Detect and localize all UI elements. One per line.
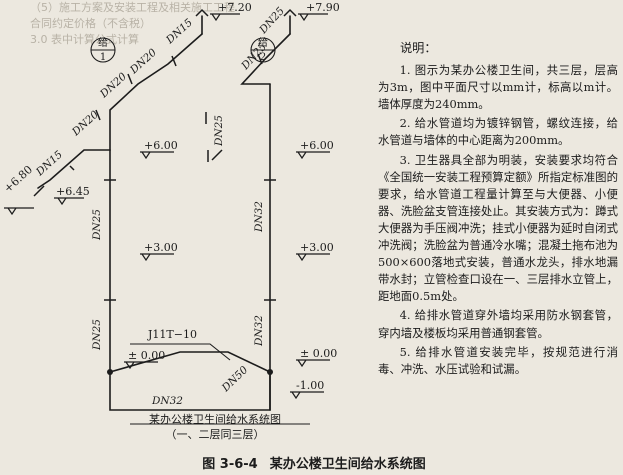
bleed-through-text: （5）施工方案及安装工程及相关施工工程 合同约定价格（不含税） 3.0 表中计算… <box>30 0 610 70</box>
figure-caption: 图 3-6-4 某办公楼卫生间给水系统图 <box>150 453 490 472</box>
elevation-mark <box>124 361 158 370</box>
elevation-floor1-r1: ± 0.00 <box>128 349 165 362</box>
elevation-mark <box>54 197 84 206</box>
fixture-tick <box>283 8 297 17</box>
valve-marker-label: J11T−10 <box>147 328 197 341</box>
elevation-floor2-r2: +3.00 <box>300 241 334 254</box>
pipe-size-r2-mid: DN32 <box>253 201 265 233</box>
bleed-line: 3.0 表中计算公式计算 <box>30 33 139 46</box>
elevation-mark <box>140 253 174 262</box>
elevation-left-mid: +6.45 <box>56 185 90 198</box>
bleed-line: 合同约定价格（不含税） <box>30 17 151 30</box>
riser-1-label-bottom: 1 <box>100 52 106 63</box>
elevation-mark <box>296 253 330 262</box>
figure-title: 某办公楼卫生间给水系统图 <box>269 457 426 472</box>
elevation-floor2-r1: +3.00 <box>144 241 178 254</box>
note-item-4: 4. 给排水管道穿外墙均采用防水钢套管，穿内墙及楼板均采用普通钢套管。 <box>378 308 618 340</box>
pipe-size-r1-top: DN15 <box>163 16 195 47</box>
notes-panel: 说明： 1. 图示为某办公楼卫生间，共三层，层高为3m，图中平面尺寸以mm计，标… <box>378 40 618 380</box>
fixture-tick <box>69 165 75 171</box>
elevation-floor3-r2: +6.00 <box>300 139 334 152</box>
pipe-size-r2-branch: DN25 <box>213 115 225 147</box>
pipe-size-r1-mid: DN25 <box>91 209 103 241</box>
notes-heading: 说明： <box>400 41 437 55</box>
pipe-node <box>267 369 273 375</box>
elevation-mark <box>296 151 330 160</box>
elevation-mark <box>140 151 174 160</box>
riser-1-left-branch <box>37 149 111 189</box>
riser-2-label-bottom: 2 <box>260 52 266 63</box>
sub-caption-line-1: 某办公楼卫生间给水系统图 <box>149 413 281 426</box>
elevation-base: -1.00 <box>296 379 324 392</box>
elevation-riser-1-top: +7.20 <box>218 1 252 14</box>
sub-caption-line-2: （一、二层同三层） <box>165 428 265 441</box>
note-item-2: 2. 给水管道均为镀锌钢管，螺纹连接，给水管道与墙体的中心距离为200mm。 <box>378 116 618 148</box>
note-item-3: 3. 卫生器具全部为明装，安装要求均符合《全国统一安装工程预算定额》所指定标准图… <box>378 152 618 304</box>
pipe-size-entry: DN50 <box>219 364 251 395</box>
pipe-size-r1-left-diag: DN20 <box>69 108 101 139</box>
fixture-tick <box>33 185 45 197</box>
elevation-floor1-r2: ± 0.00 <box>300 347 337 360</box>
pipe-size-r1-low: DN25 <box>91 319 103 351</box>
fixture-tick <box>195 8 209 17</box>
elevation-mark <box>298 13 328 22</box>
elevation-mark <box>290 391 324 400</box>
elevation-riser-2-top: +7.90 <box>306 1 340 14</box>
main-horizontal-pipe <box>109 371 271 411</box>
sub-caption: 某办公楼卫生间给水系统图 （一、二层同三层） <box>110 412 320 442</box>
fixture-tick <box>95 109 101 121</box>
riser-2-label-top: 给 <box>258 36 268 49</box>
pipe-node <box>107 369 113 375</box>
note-item-1: 1. 图示为某办公楼卫生间，共三层，层高为3m，图中平面尺寸以mm计，标高以m计… <box>378 63 618 112</box>
elevation-mark <box>296 359 330 368</box>
pipe-size-main-horizontal: DN32 <box>151 395 183 407</box>
elevation-left-high: +6.80 <box>1 163 35 195</box>
elevation-mark <box>4 207 34 216</box>
fixture-tick <box>171 55 177 67</box>
bleed-line: （5）施工方案及安装工程及相关施工工程 <box>30 1 235 14</box>
elevation-mark <box>210 13 240 22</box>
elevation-floor3-r1: +6.00 <box>144 139 178 152</box>
riser-1-label-top: 给 <box>98 36 108 49</box>
riser-2-diagonal <box>240 33 291 85</box>
valve-marker-line <box>130 343 231 361</box>
pipe-size-r2-low: DN32 <box>253 315 265 347</box>
pipe-size-r1-branch: DN15 <box>33 148 65 179</box>
figure-number: 图 3-6-4 <box>202 457 258 472</box>
riser-1-diagonal-pipe <box>109 33 203 151</box>
fixture-tick <box>211 149 223 161</box>
fixture-tick <box>127 73 133 85</box>
pipe-size-r2-top: DN25 <box>257 5 288 37</box>
note-item-5: 5. 给排水管道安装完毕，按规范进行消毒、冲洗、水压试验和试漏。 <box>378 344 618 376</box>
